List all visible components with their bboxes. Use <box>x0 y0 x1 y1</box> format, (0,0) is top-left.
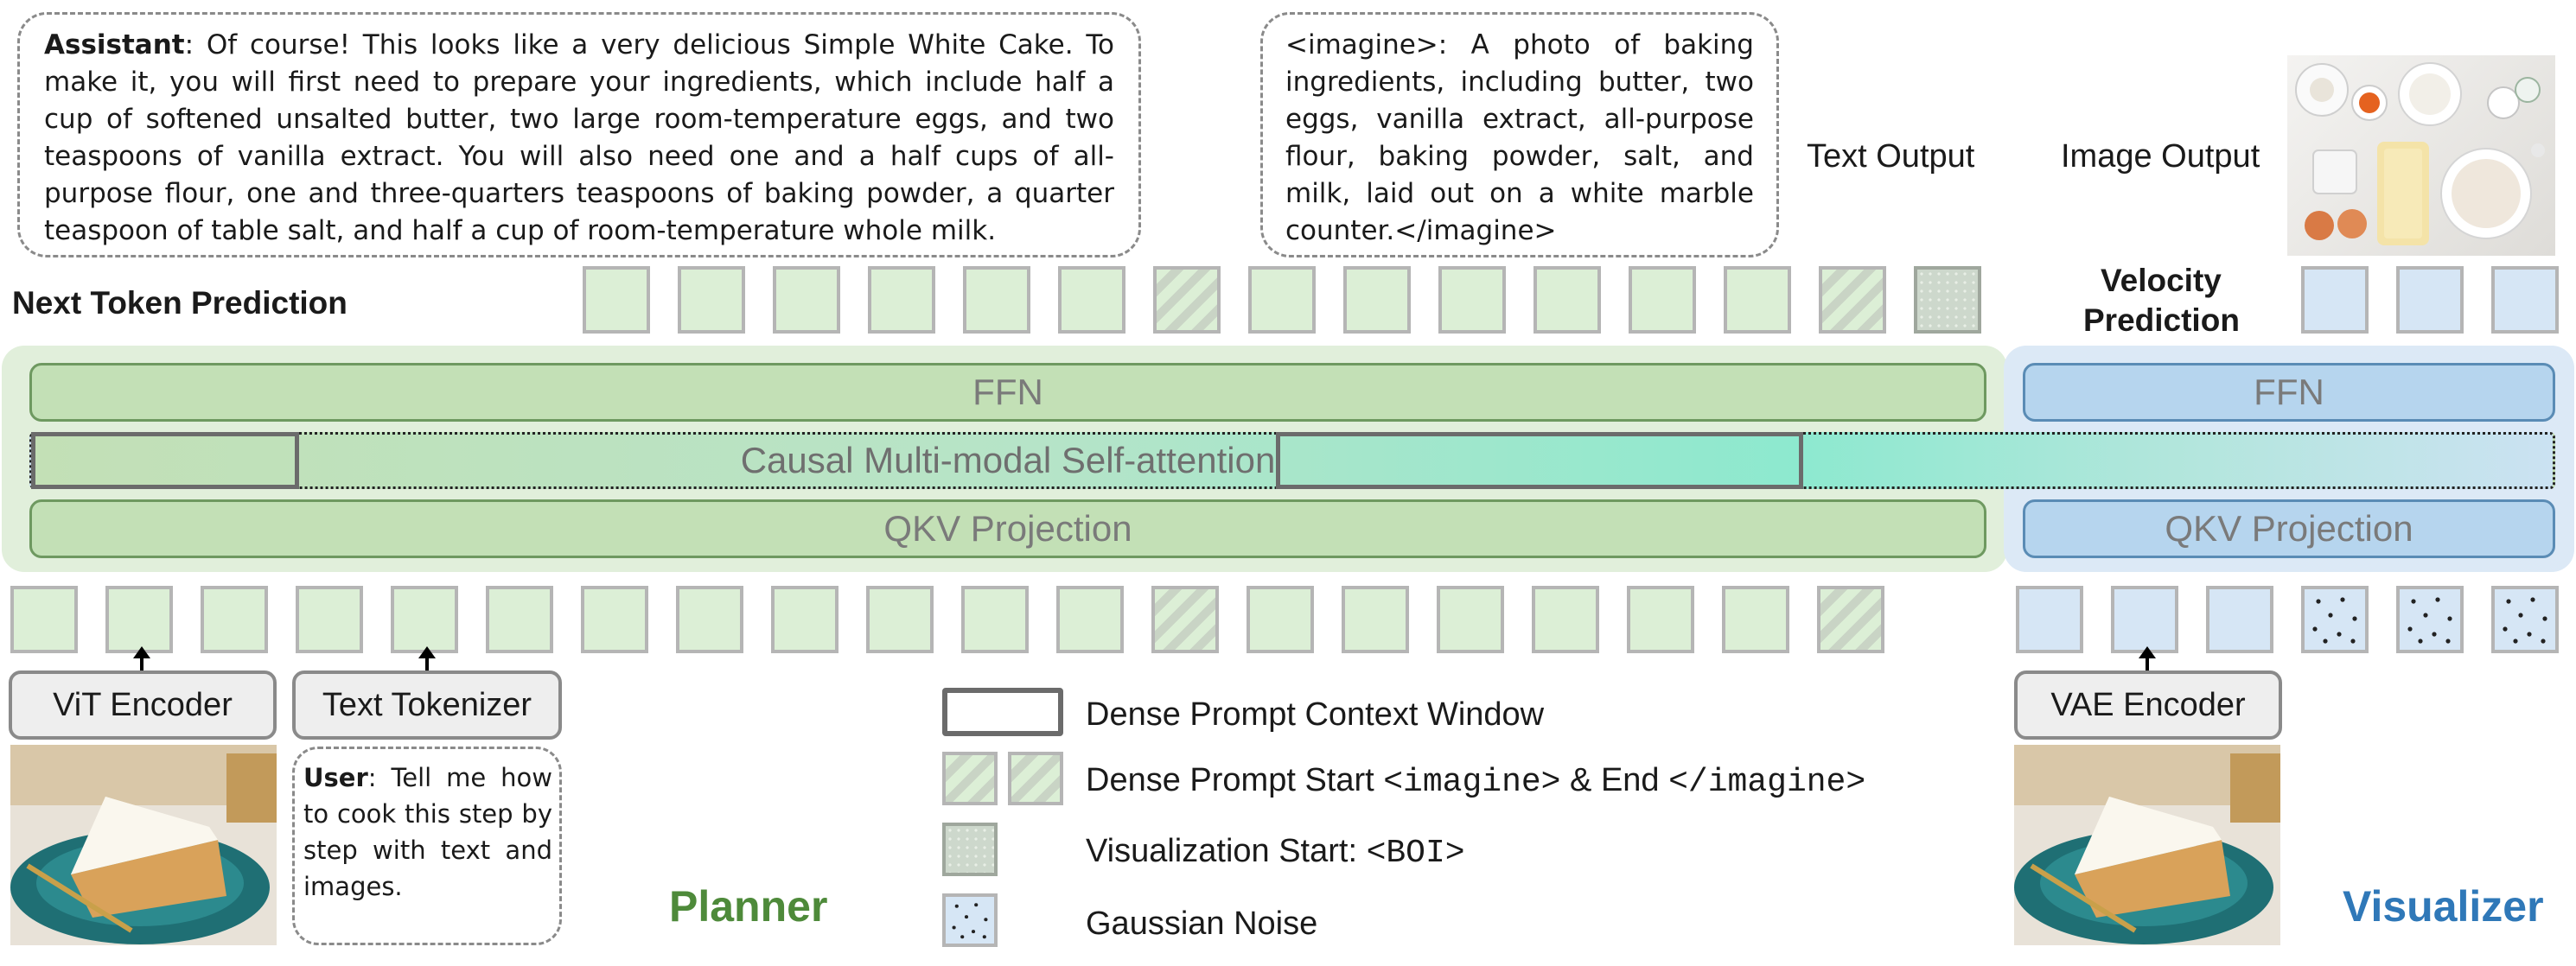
noise-token <box>2491 586 2559 653</box>
vit-encoder: ViT Encoder <box>9 670 277 740</box>
input-token <box>1532 586 1599 653</box>
visualizer-qkv-projection: QKV Projection <box>2023 499 2555 558</box>
velocity-token <box>2491 266 2559 334</box>
cake-image <box>2014 745 2280 945</box>
imagine-start-token <box>1151 586 1219 653</box>
imagine-start-token <box>1153 266 1221 334</box>
input-token <box>105 586 173 653</box>
imagine-text: <imagine>: A photo of baking ingredients… <box>1285 29 1754 246</box>
velocity-token <box>2396 266 2464 334</box>
planner-ffn: FFN <box>29 363 1986 422</box>
input-token <box>201 586 268 653</box>
attention-label: Causal Multi-modal Self-attention <box>740 440 1276 480</box>
imagine-bubble: <imagine>: A photo of baking ingredients… <box>1260 12 1779 257</box>
output-token <box>1629 266 1696 334</box>
input-token <box>961 586 1029 653</box>
image-output-label: Image Output <box>2061 138 2260 175</box>
imagine-end-legend-swatch <box>1008 752 1063 805</box>
text-tokenizer: Text Tokenizer <box>292 670 562 740</box>
output-token <box>678 266 745 334</box>
boi-legend-swatch <box>942 823 998 876</box>
output-token <box>1343 266 1411 334</box>
velocity-prediction-label-line2: Prediction <box>2083 302 2240 338</box>
input-token <box>296 586 363 653</box>
input-token <box>1342 586 1409 653</box>
boi-tag: <BOI> <box>1366 835 1465 872</box>
context-window-imagine <box>1276 432 1803 489</box>
input-token <box>1247 586 1314 653</box>
ingredients-image <box>2287 55 2555 256</box>
user-message: : Tell me how to cook this step by step … <box>303 763 552 901</box>
input-token <box>866 586 934 653</box>
next-token-prediction-label: Next Token Prediction <box>12 285 348 321</box>
output-token <box>1248 266 1316 334</box>
context-window-vit <box>31 432 299 489</box>
user-bubble: User: Tell me how to cook this step by s… <box>292 747 562 945</box>
visualizer-label: Visualizer <box>2343 882 2544 931</box>
output-token <box>1533 266 1601 334</box>
text-output-label: Text Output <box>1807 138 1975 175</box>
context-window-legend-swatch <box>942 688 1063 736</box>
imagine-end-token <box>1819 266 1886 334</box>
user-speaker: User <box>303 763 368 792</box>
velocity-token <box>2301 266 2369 334</box>
cake-image <box>10 745 277 945</box>
output-token <box>583 266 650 334</box>
vae-encoder: VAE Encoder <box>2014 670 2282 740</box>
output-token <box>1438 266 1506 334</box>
input-token <box>1722 586 1789 653</box>
input-token <box>10 586 78 653</box>
imagine-end-token <box>1817 586 1884 653</box>
velocity-prediction-label-line1: Velocity <box>2101 263 2222 298</box>
start-end-mid: & End <box>1560 762 1669 798</box>
input-token <box>581 586 648 653</box>
assistant-message: : Of course! This looks like a very deli… <box>44 29 1114 246</box>
output-token <box>1724 266 1791 334</box>
context-window-legend-label: Dense Prompt Context Window <box>1086 696 1545 733</box>
end-tag: </imagine> <box>1668 764 1866 801</box>
assistant-bubble: Assistant: Of course! This looks like a … <box>17 12 1141 257</box>
start-end-prefix: Dense Prompt Start <box>1086 762 1384 798</box>
vis-start-legend-label: Visualization Start: <BOI> <box>1086 833 1465 872</box>
output-token <box>773 266 840 334</box>
input-token <box>676 586 743 653</box>
user-text: User: Tell me how to cook this step by s… <box>303 759 552 905</box>
input-token <box>391 586 458 653</box>
vae-arrow <box>2139 646 2156 670</box>
visualizer-ffn: FFN <box>2023 363 2555 422</box>
imagine-start-legend-swatch <box>942 752 998 805</box>
planner-qkv-projection: QKV Projection <box>29 499 1986 558</box>
output-token <box>1058 266 1125 334</box>
noise-legend-label: Gaussian Noise <box>1086 906 1318 942</box>
output-token <box>963 266 1030 334</box>
input-token <box>486 586 553 653</box>
input-token <box>1627 586 1694 653</box>
boi-token <box>1914 266 1981 334</box>
noise-legend-swatch <box>942 893 998 947</box>
planner-label: Planner <box>669 882 828 931</box>
vit-arrow <box>133 646 150 670</box>
vae-token <box>2016 586 2083 653</box>
input-token <box>1056 586 1124 653</box>
vae-token <box>2206 586 2273 653</box>
assistant-text: Assistant: Of course! This looks like a … <box>44 27 1114 250</box>
input-token <box>771 586 838 653</box>
vis-start-prefix: Visualization Start: <box>1086 833 1367 869</box>
noise-token <box>2396 586 2464 653</box>
tokenizer-arrow <box>418 646 436 670</box>
vae-token <box>2111 586 2178 653</box>
start-end-legend-label: Dense Prompt Start <imagine> & End </ima… <box>1086 762 1865 801</box>
noise-token <box>2301 586 2369 653</box>
output-token <box>868 266 935 334</box>
start-tag: <imagine> <box>1383 764 1561 801</box>
input-token <box>1437 586 1504 653</box>
assistant-speaker: Assistant <box>44 29 185 60</box>
